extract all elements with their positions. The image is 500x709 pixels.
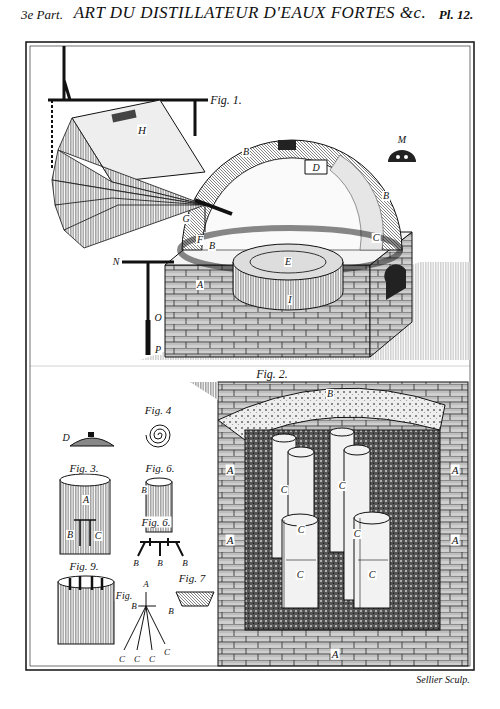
callout-letter: C: [133, 655, 141, 664]
callout-letter: C: [94, 531, 103, 541]
callout-letter: C: [118, 655, 126, 664]
callout-letter: B: [167, 607, 175, 616]
callout-letter: A: [196, 280, 204, 290]
plate-number: Pl. 12.: [438, 8, 474, 21]
callout-letter: A: [451, 465, 460, 476]
engraver-signature: Sellier Sculp.: [415, 675, 470, 685]
figure-label: Fig. 7: [178, 573, 206, 584]
callout-letter: C: [163, 648, 171, 657]
callout-letter: M: [397, 135, 407, 145]
callout-letter: I: [287, 295, 292, 305]
callout-letter: B: [140, 486, 148, 495]
callout-letter: B: [130, 602, 138, 611]
callout-letter: B: [382, 191, 390, 201]
callout-letter: A: [142, 580, 150, 589]
callout-letter: O: [153, 313, 162, 323]
callout-letter: B: [242, 147, 250, 157]
callout-letter: A: [226, 465, 235, 476]
figure-label: Fig. 4: [144, 405, 172, 416]
callout-letter: B: [208, 241, 216, 251]
callout-letter: C: [148, 655, 156, 664]
callout-letter: E: [284, 257, 292, 267]
figure-label: Fig. 9.: [68, 561, 99, 572]
figure-label: Fig. 2.: [255, 368, 289, 380]
callout-letter: C: [353, 529, 362, 539]
title-text: ART DU DISTILLATEUR D'EAUX FORTES &c.: [74, 3, 427, 22]
callout-letter: C: [338, 481, 347, 491]
callout-letter: B: [181, 559, 189, 568]
callout-letter: N: [112, 257, 121, 267]
callout-letter: A: [451, 535, 460, 546]
callout-letter: C: [280, 485, 289, 495]
figure-label: Fig. 6.: [140, 517, 171, 528]
figure-label: Fig. 6.: [144, 463, 175, 474]
callout-letter: A: [331, 649, 340, 660]
callout-letter: D: [311, 163, 320, 173]
callout-letter: G: [181, 214, 190, 224]
callout-letter: A: [226, 535, 235, 546]
callout-letter: H: [137, 125, 147, 136]
callout-letter: C: [368, 570, 377, 580]
callout-letter: B: [326, 389, 334, 399]
callout-letter: B: [156, 559, 164, 568]
callout-letter: P: [154, 345, 162, 355]
callout-letter: B: [66, 530, 74, 540]
figure-label: Fig. 1.: [209, 94, 243, 106]
figure-label: Fig.: [115, 591, 133, 601]
callout-letter: B: [132, 559, 140, 568]
callout-letter: C: [296, 570, 305, 580]
plate-number: 3e Part.: [20, 8, 64, 21]
callout-letter: A: [82, 495, 90, 505]
callout-letter: C: [297, 525, 306, 535]
plate-title: ART DU DISTILLATEUR D'EAUX FORTES &c.: [0, 3, 500, 23]
callout-letter: D: [61, 433, 70, 443]
callout-letter: F: [196, 235, 204, 245]
callout-letter: C: [372, 233, 381, 243]
figure-label: Fig. 3.: [68, 463, 99, 474]
